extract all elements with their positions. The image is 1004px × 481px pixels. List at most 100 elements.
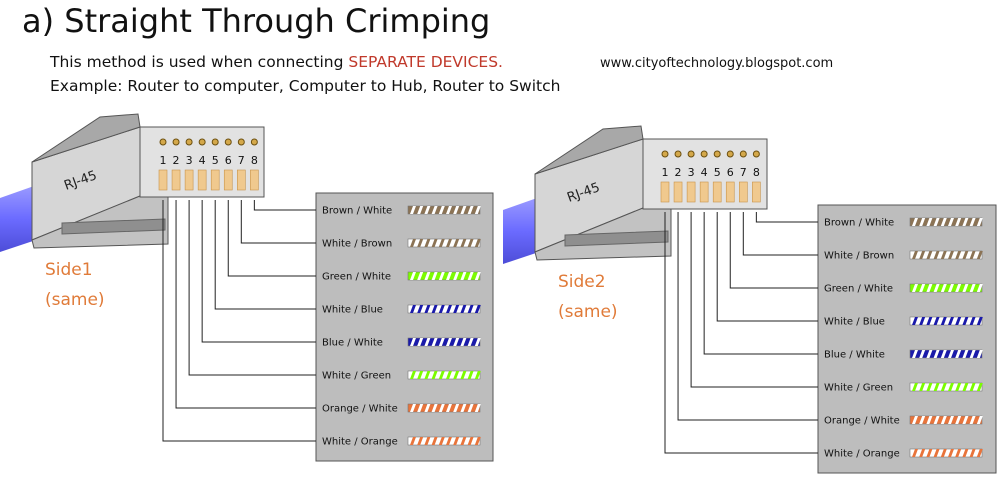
wire-legend-panel xyxy=(315,192,494,462)
pin-contact xyxy=(739,150,747,158)
swatch-stripe xyxy=(453,272,460,280)
wire-trace xyxy=(188,200,316,376)
pin-wire-end xyxy=(752,181,761,203)
swatch-stripe xyxy=(940,218,947,226)
description-prefix: This method is used when connecting xyxy=(50,53,349,71)
pin-number: 3 xyxy=(688,166,695,179)
pin-contact xyxy=(726,150,734,158)
swatch-stripe xyxy=(410,206,416,214)
pin-wire-end xyxy=(210,169,220,191)
wire-label: White / Orange xyxy=(824,449,900,460)
swatch-stripe xyxy=(467,272,474,280)
pin-number: 7 xyxy=(238,154,245,167)
pin-number: 7 xyxy=(740,166,747,179)
wire-label: White / Blue xyxy=(322,305,383,316)
wire-trace xyxy=(716,212,818,322)
pin-wire-end xyxy=(223,169,233,191)
swatch-stripe xyxy=(431,437,438,445)
pin-contact xyxy=(752,150,760,158)
swatch-stripe xyxy=(919,449,926,457)
side1-label-group: Side1 (same) xyxy=(45,255,105,315)
swatch-stripe xyxy=(933,218,940,226)
swatch-stripe xyxy=(410,371,416,379)
swatch-stripe xyxy=(424,338,431,346)
wire-label: White / Green xyxy=(322,371,391,382)
swatch-stripe xyxy=(976,350,983,358)
wire-trace xyxy=(755,212,818,223)
pin-wire-end xyxy=(197,169,207,191)
description-line-1: This method is used when connecting SEPA… xyxy=(50,53,503,71)
side1-sublabel: (same) xyxy=(45,290,105,310)
swatch-stripe xyxy=(955,218,962,226)
swatch-stripe xyxy=(438,338,445,346)
swatch-stripe xyxy=(919,218,926,226)
swatch-stripe xyxy=(431,338,438,346)
pin-wire-end xyxy=(158,169,168,191)
swatch-stripe xyxy=(940,317,947,325)
swatch-stripe xyxy=(474,437,481,445)
swatch-stripe xyxy=(962,251,969,259)
wire-label: Brown / White xyxy=(322,206,392,217)
swatch-stripe xyxy=(431,371,438,379)
swatch-stripe xyxy=(417,437,424,445)
swatch-stripe xyxy=(926,317,933,325)
swatch-stripe xyxy=(919,317,926,325)
swatch-stripe xyxy=(438,206,445,214)
swatch-stripe xyxy=(438,272,445,280)
swatch-stripe xyxy=(474,371,481,379)
wire-color-swatch xyxy=(909,349,983,359)
swatch-stripe xyxy=(969,218,976,226)
swatch-stripe xyxy=(417,338,424,346)
swatch-stripe xyxy=(460,239,467,247)
pin-contact xyxy=(687,150,695,158)
swatch-stripe xyxy=(969,284,976,292)
wire-label: Orange / White xyxy=(322,404,398,415)
pin-number: 1 xyxy=(160,154,167,167)
swatch-stripe xyxy=(424,371,431,379)
swatch-stripe xyxy=(933,416,940,424)
swatch-stripe xyxy=(424,272,431,280)
pin-contact xyxy=(700,150,708,158)
pin-number: 4 xyxy=(199,154,206,167)
pin-wire-end xyxy=(725,181,735,203)
wire-label: Orange / White xyxy=(824,416,900,427)
swatch-stripe xyxy=(467,239,474,247)
swatch-stripe xyxy=(962,317,969,325)
swatch-stripe xyxy=(976,218,983,226)
swatch-stripe xyxy=(962,416,969,424)
swatch-stripe xyxy=(460,305,467,313)
swatch-stripe xyxy=(460,371,467,379)
pin-number: 8 xyxy=(251,154,258,167)
swatch-stripe xyxy=(417,305,424,313)
swatch-stripe xyxy=(912,383,918,391)
page-title: a) Straight Through Crimping xyxy=(22,2,491,40)
swatch-stripe xyxy=(926,383,933,391)
swatch-stripe xyxy=(431,206,438,214)
wire-label: Blue / White xyxy=(322,338,383,349)
swatch-stripe xyxy=(460,272,467,280)
wire-color-swatch xyxy=(407,238,481,248)
wire-label: Brown / White xyxy=(824,218,894,229)
wire-label: White / Green xyxy=(824,383,893,394)
swatch-stripe xyxy=(453,206,460,214)
swatch-stripe xyxy=(940,416,947,424)
swatch-stripe xyxy=(410,305,416,313)
pin-contact xyxy=(661,150,669,158)
wire-label: Green / White xyxy=(322,272,391,283)
swatch-stripe xyxy=(474,404,481,412)
swatch-stripe xyxy=(453,437,460,445)
swatch-stripe xyxy=(955,449,962,457)
connector-latch xyxy=(564,230,669,247)
swatch-stripe xyxy=(919,416,926,424)
swatch-stripe xyxy=(438,305,445,313)
swatch-stripe xyxy=(969,449,976,457)
wire-trace xyxy=(690,212,818,388)
swatch-stripe xyxy=(410,239,416,247)
swatch-stripe xyxy=(940,449,947,457)
wire-color-swatch xyxy=(909,217,983,227)
swatch-stripe xyxy=(417,239,424,247)
swatch-stripe xyxy=(933,350,940,358)
swatch-stripe xyxy=(446,305,452,313)
pin-contact xyxy=(198,138,206,146)
